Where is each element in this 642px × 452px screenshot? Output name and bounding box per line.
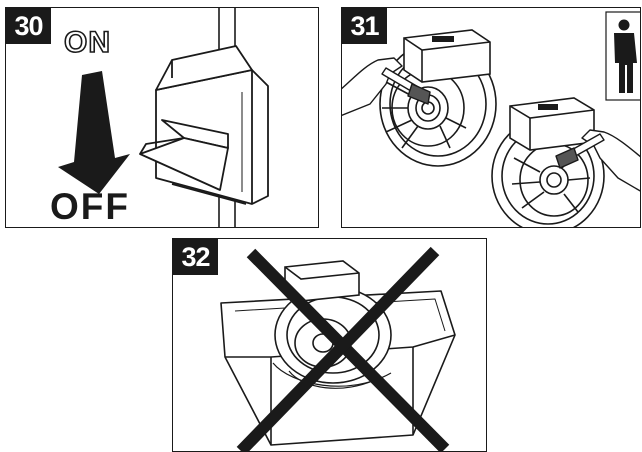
step-30-panel: 30 ON OFF xyxy=(5,7,319,228)
circuit-breaker-illustration xyxy=(58,8,269,227)
qualified-person-icon xyxy=(605,11,640,101)
breaker-lever xyxy=(139,119,229,191)
hand-with-brush-lower xyxy=(555,129,640,192)
hand-with-brush-upper xyxy=(342,57,431,116)
step-number-badge: 31 xyxy=(342,8,387,44)
step-number-badge: 32 xyxy=(173,239,218,275)
step-number-badge: 30 xyxy=(6,8,51,44)
on-label: ON xyxy=(63,26,111,59)
down-arrow-icon xyxy=(58,71,130,194)
step-31-panel: 31 xyxy=(341,7,641,228)
fan-unit-lower xyxy=(491,97,605,227)
fan-unit-upper xyxy=(379,29,497,167)
no-immersion-illustration xyxy=(220,246,456,451)
prohibition-cross-icon xyxy=(236,246,450,451)
step-32-panel: 32 xyxy=(172,238,487,452)
fan-cleaning-illustration xyxy=(342,11,640,227)
off-label: OFF xyxy=(50,186,130,227)
